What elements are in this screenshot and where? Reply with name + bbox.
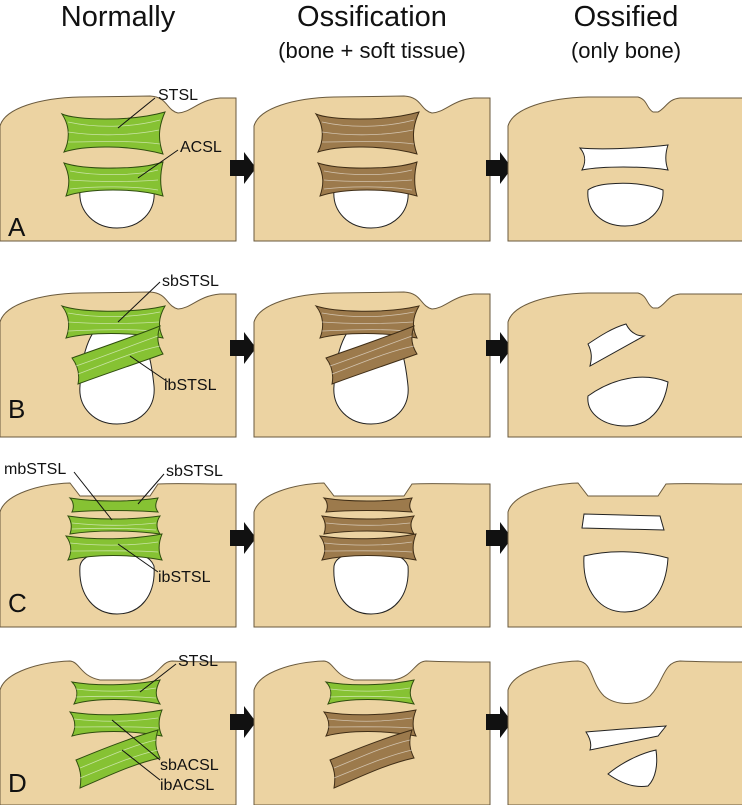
label-ibstsl: ibSTSL xyxy=(158,569,211,586)
panel-a-normally: STSL ACSL A xyxy=(0,87,237,242)
label-sbacsl: sbACSL xyxy=(160,757,219,774)
panel-c-ossified xyxy=(507,482,742,628)
label-ibacsl: ibACSL xyxy=(160,777,214,794)
lower-foramen xyxy=(583,551,669,613)
stsl-ligament xyxy=(324,679,416,705)
panel-a-ossification xyxy=(253,95,491,242)
ossifying-ibstsl xyxy=(318,533,417,561)
stsl-ligament xyxy=(70,679,162,705)
column-subtitle-ossified: (only bone) xyxy=(571,38,681,63)
column-title-ossified: Ossified xyxy=(574,1,679,33)
label-mbstsl: mbSTSL xyxy=(4,461,66,478)
upper-foramen xyxy=(585,725,668,751)
panel-a-ossified xyxy=(507,96,742,242)
row-b: sbSTSL ibSTSL B xyxy=(0,273,742,438)
ibstsl-ligament xyxy=(71,325,164,385)
label-ibstsl: ibSTSL xyxy=(164,377,217,394)
panel-b-ossification xyxy=(253,291,491,438)
panel-c-ossification xyxy=(253,482,491,628)
upper-foramen xyxy=(587,323,646,367)
panel-d-ossification xyxy=(253,660,491,805)
scapula-bone xyxy=(507,96,742,242)
ossifying-sbacsl xyxy=(322,709,417,737)
scapula-bone xyxy=(507,292,742,438)
ossifying-ibstsl xyxy=(325,325,418,385)
panel-b-normally: sbSTSL ibSTSL B xyxy=(0,273,237,438)
ossifying-sbstsl xyxy=(322,497,414,513)
column-title-normally: Normally xyxy=(61,1,176,33)
stsl-ligament xyxy=(60,111,166,155)
panel-c-normally: mbSTSL sbSTSL ibSTSL C xyxy=(0,461,237,628)
label-sbstsl: sbSTSL xyxy=(166,463,223,480)
row-letter-c: C xyxy=(8,588,27,618)
panel-d-normally: STSL sbACSL ibACSL D xyxy=(0,653,237,805)
panel-b-ossified xyxy=(507,292,742,438)
panel-d-ossified xyxy=(507,660,742,805)
upper-foramen xyxy=(578,144,669,171)
ossifying-stsl xyxy=(314,111,420,155)
scapula-bone xyxy=(253,660,491,805)
row-c: mbSTSL sbSTSL ibSTSL C xyxy=(0,461,742,628)
label-sbstsl: sbSTSL xyxy=(162,273,219,290)
row-d: STSL sbACSL ibACSL D xyxy=(0,653,742,805)
lower-foramen xyxy=(587,376,669,427)
scapula-bone xyxy=(0,660,237,805)
upper-foramen xyxy=(581,513,665,531)
row-a: STSL ACSL A xyxy=(0,87,742,242)
label-acsl: ACSL xyxy=(180,139,222,156)
lower-foramen xyxy=(587,182,664,227)
label-stsl: STSL xyxy=(178,653,218,670)
lower-foramen xyxy=(607,749,658,787)
sbstsl-ligament xyxy=(68,497,160,513)
ibstsl-ligament xyxy=(64,533,163,561)
label-stsl: STSL xyxy=(158,87,198,104)
row-letter-d: D xyxy=(8,768,27,798)
row-letter-b: B xyxy=(8,394,25,424)
row-letter-a: A xyxy=(8,212,26,242)
column-title-ossification: Ossification xyxy=(297,1,447,33)
column-subtitle-ossification: (bone + soft tissue) xyxy=(278,38,466,63)
